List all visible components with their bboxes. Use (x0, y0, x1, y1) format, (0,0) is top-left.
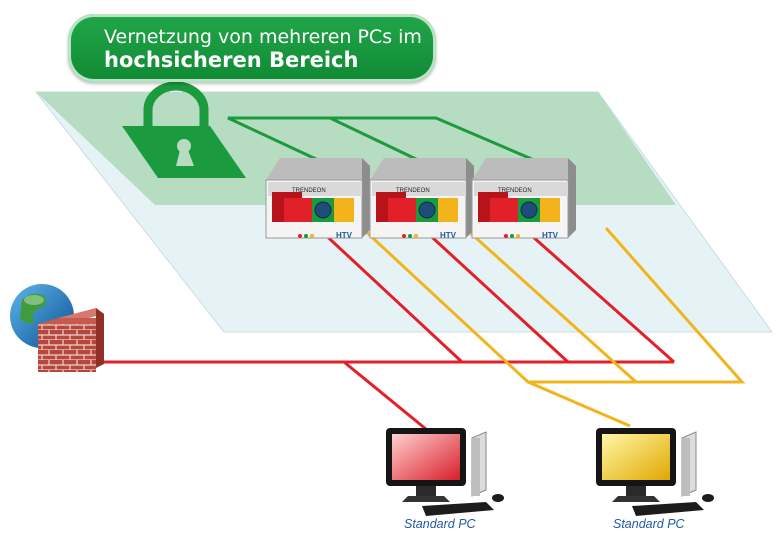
red-cables (80, 226, 675, 436)
device-logo: HTV (440, 231, 457, 240)
firewall-icon (38, 308, 104, 372)
kvm-device: TRENDEON HTV (471, 158, 576, 240)
yellow-cables (360, 226, 746, 428)
device-brand: TRENDEON (292, 188, 326, 194)
padlock-icon (122, 81, 246, 178)
device-logo: HTV (542, 231, 559, 240)
pc-label-left: Standard PC (404, 517, 476, 531)
device-brand: TRENDEON (498, 188, 532, 194)
device-brand: TRENDEON (396, 188, 430, 194)
kvm-device: TRENDEON HTV (265, 158, 370, 240)
kvm-device: TRENDEON HTV (369, 158, 474, 240)
computer-icon (386, 428, 504, 516)
pc-label-right: Standard PC (613, 517, 685, 531)
title-banner (68, 14, 436, 82)
title-line-1: Vernetzung von mehreren PCs im (104, 26, 422, 48)
title-line-2: hochsicheren Bereich (104, 48, 359, 72)
device-logo: HTV (336, 231, 353, 240)
computer-icon (596, 428, 714, 516)
